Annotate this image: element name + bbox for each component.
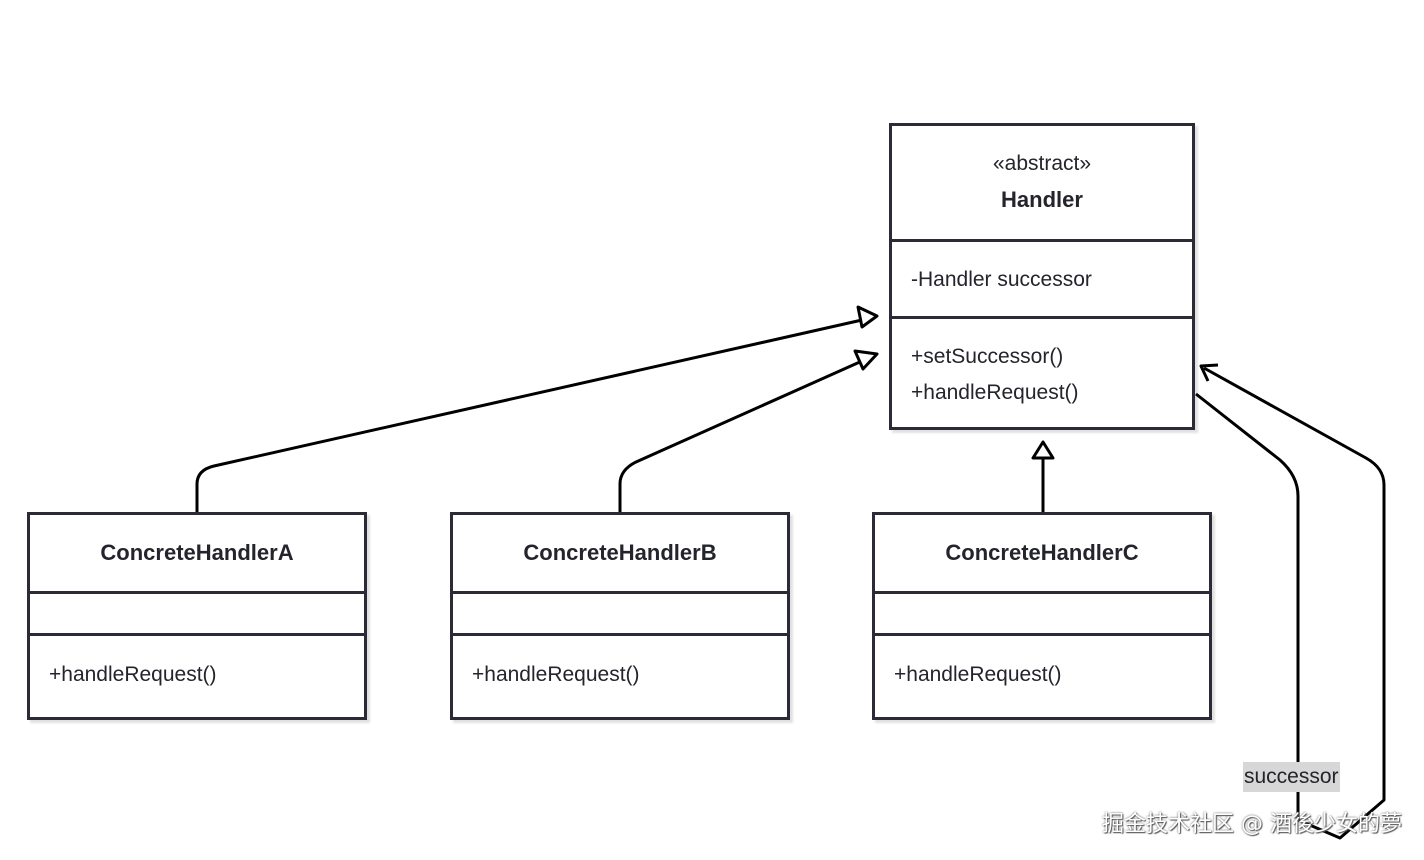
inheritance-edge-b xyxy=(618,359,863,512)
inheritance-arrowhead-b xyxy=(853,349,879,371)
handler-methods-compartment: +setSuccessor() +handleRequest() xyxy=(892,319,1192,427)
inheritance-edge-a xyxy=(195,318,863,512)
concrete-handler-c-name: ConcreteHandlerC xyxy=(945,540,1139,565)
concrete-handler-c-methods-compartment: +handleRequest() xyxy=(875,636,1209,717)
successor-association-edge xyxy=(1195,366,1386,840)
concrete-handler-c-attributes-compartment xyxy=(875,594,1209,636)
inheritance-arrowhead-c xyxy=(1031,440,1055,460)
concrete-handler-a-class[interactable]: ConcreteHandlerA +handleRequest() xyxy=(27,512,367,720)
concrete-handler-a-methods-compartment: +handleRequest() xyxy=(30,636,364,717)
handler-method: +setSuccessor() xyxy=(911,345,1064,368)
concrete-handler-c-method: +handleRequest() xyxy=(894,663,1062,686)
concrete-handler-c-class[interactable]: ConcreteHandlerC +handleRequest() xyxy=(872,512,1212,720)
handler-class-name: Handler xyxy=(1001,187,1083,212)
concrete-handler-b-class[interactable]: ConcreteHandlerB +handleRequest() xyxy=(450,512,790,720)
concrete-handler-b-name: ConcreteHandlerB xyxy=(523,540,717,565)
concrete-handler-a-attributes-compartment xyxy=(30,594,364,636)
concrete-handler-b-name-compartment: ConcreteHandlerB xyxy=(453,515,787,594)
concrete-handler-b-attributes-compartment xyxy=(453,594,787,636)
concrete-handler-a-method: +handleRequest() xyxy=(49,663,217,686)
concrete-handler-b-methods-compartment: +handleRequest() xyxy=(453,636,787,717)
watermark: 掘金技术社区 @ 酒後少女的夢 xyxy=(1102,812,1402,837)
handler-attribute: -Handler successor xyxy=(911,268,1092,291)
handler-name-compartment: «abstract» Handler xyxy=(892,126,1192,242)
association-arrowhead xyxy=(1199,363,1219,382)
concrete-handler-c-name-compartment: ConcreteHandlerC xyxy=(875,515,1209,594)
concrete-handler-a-name-compartment: ConcreteHandlerA xyxy=(30,515,364,594)
inheritance-arrowhead-a xyxy=(856,305,879,329)
handler-attributes-compartment: -Handler successor xyxy=(892,242,1192,319)
handler-method: +handleRequest() xyxy=(911,381,1079,404)
handler-class[interactable]: «abstract» Handler -Handler successor +s… xyxy=(889,123,1195,430)
concrete-handler-a-name: ConcreteHandlerA xyxy=(100,540,294,565)
concrete-handler-b-method: +handleRequest() xyxy=(472,663,640,686)
successor-edge-label: successor xyxy=(1243,762,1340,792)
abstract-stereotype: «abstract» xyxy=(992,152,1092,175)
